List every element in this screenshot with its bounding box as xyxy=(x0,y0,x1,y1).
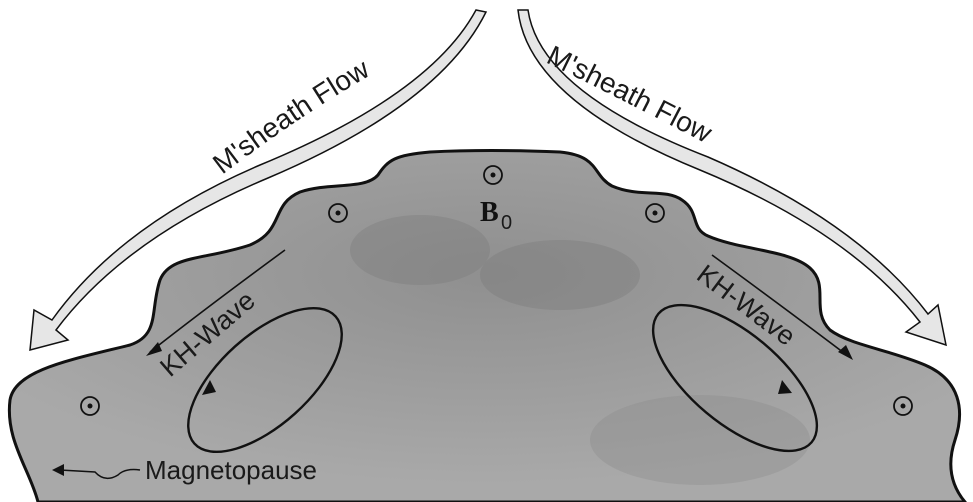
shading-blob xyxy=(480,240,640,310)
b-field-subscript: 0 xyxy=(501,212,512,234)
magnetopause-label: Magnetopause xyxy=(145,455,317,485)
b-field-label: B xyxy=(480,197,499,228)
shading-blob xyxy=(350,215,490,285)
